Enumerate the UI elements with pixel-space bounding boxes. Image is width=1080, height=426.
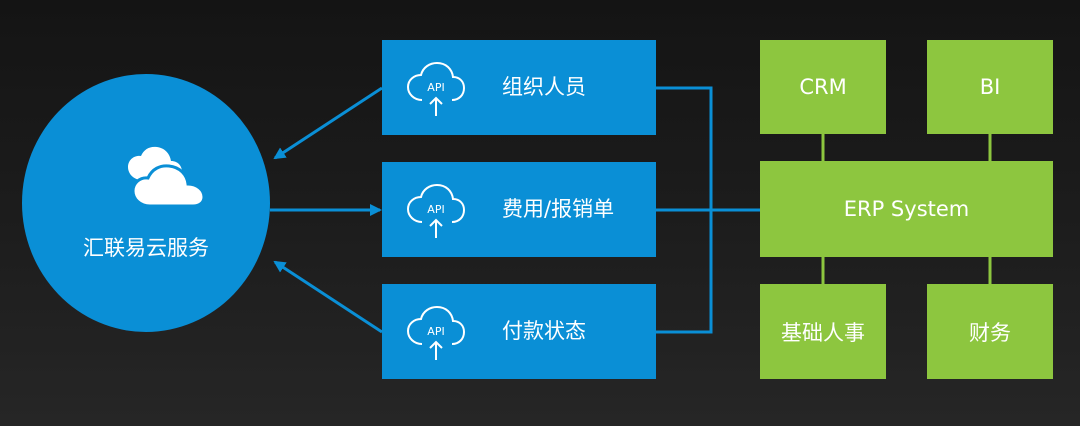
hub-label: 汇联易云服务 (83, 236, 209, 260)
api-box-label: 组织人员 (502, 75, 586, 99)
arrow-to-hub-bottom (273, 260, 383, 334)
api-box-label: 付款状态 (502, 319, 586, 343)
api-cloud-icon: API (406, 61, 466, 116)
cloud-service-hub: 汇联易云服务 (22, 74, 270, 332)
api-cloud-icon: API (406, 305, 466, 360)
api-icon-text: API (427, 203, 444, 216)
api-icon-text: API (427, 325, 444, 338)
api-box-payment-status: API 付款状态 (382, 284, 656, 379)
finance-box: 财务 (927, 284, 1053, 379)
api-box-expense-claims: API 费用/报销单 (382, 162, 656, 257)
api-box-org-members: API 组织人员 (382, 40, 656, 135)
basic-hr-box: 基础人事 (760, 284, 886, 379)
arrow-to-hub-top (273, 86, 383, 160)
api-icon-text: API (427, 81, 444, 94)
bi-box: BI (927, 40, 1053, 134)
crm-box: CRM (760, 40, 886, 134)
cloud-icon (128, 146, 206, 208)
erp-system-box: ERP System (760, 161, 1053, 257)
api-box-label: 费用/报销单 (502, 197, 615, 221)
api-cloud-icon: API (406, 183, 466, 238)
